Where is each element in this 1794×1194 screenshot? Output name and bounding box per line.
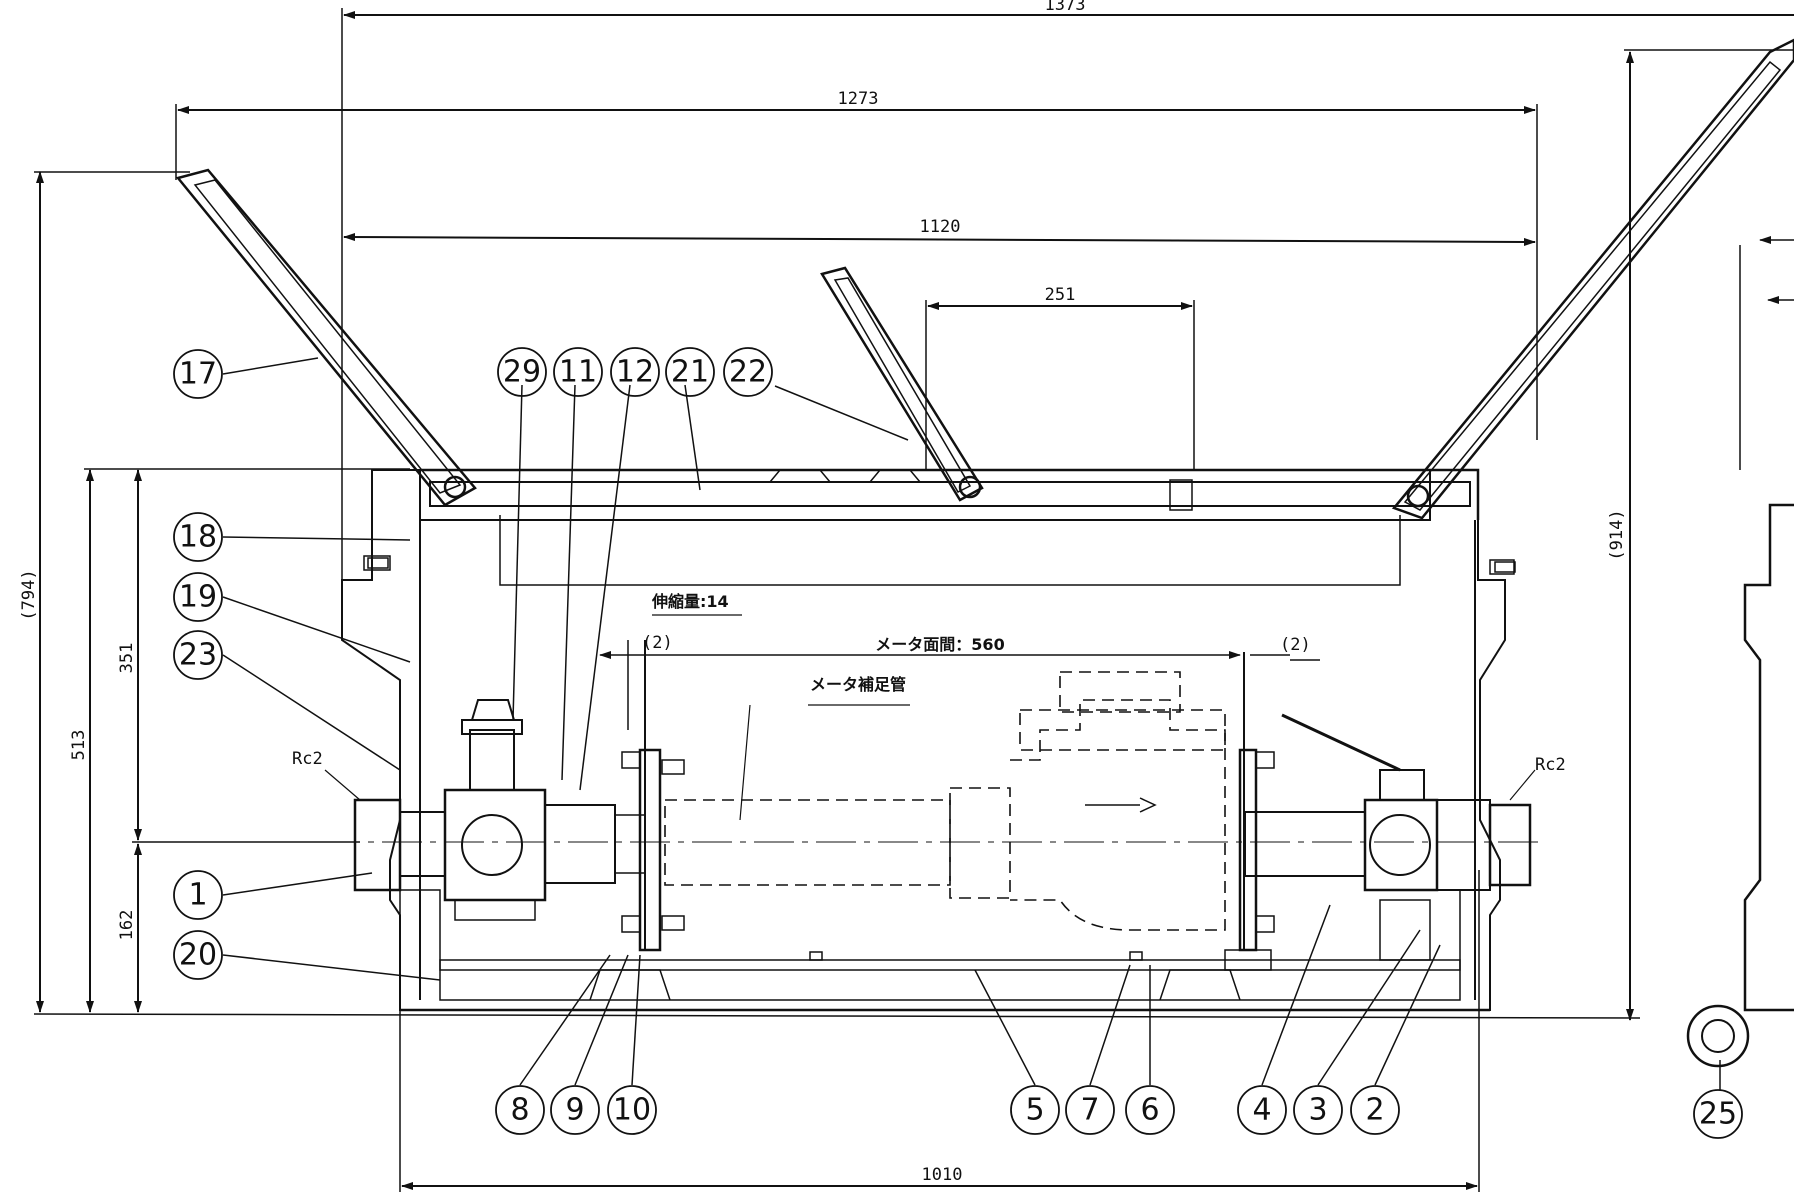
leaders [222, 357, 1721, 1090]
balloon-11: 11 [559, 355, 597, 390]
balloon-22: 22 [729, 355, 767, 390]
balloon-25: 25 [1699, 1097, 1737, 1132]
balloon-18: 18 [179, 520, 217, 555]
balloon-19: 19 [179, 580, 217, 615]
dim-513-label: 513 [69, 730, 89, 761]
dim-251-line [925, 300, 1195, 470]
balloon-17: 17 [179, 357, 217, 392]
right-flange [1224, 652, 1275, 971]
balloon-4: 4 [1252, 1093, 1271, 1128]
balloon-10: 10 [613, 1093, 651, 1128]
meter-pipe-label: メータ補足管 [810, 675, 906, 694]
dim-794-line [33, 171, 1641, 1019]
dim-914-label: (914) [1607, 509, 1627, 560]
balloon-29: 29 [503, 355, 541, 390]
dim-162-label: 162 [117, 910, 137, 941]
dim-1120-label: 1120 [920, 217, 961, 237]
thread-right-label: Rc2 [1535, 755, 1566, 775]
dim-251-label: 251 [1045, 285, 1076, 305]
dim-351-label: 351 [117, 643, 137, 674]
dim-gap-lines [599, 640, 1320, 730]
balloon-5: 5 [1025, 1093, 1044, 1128]
dim-1273-line [175, 104, 1538, 440]
right-valve [1281, 713, 1439, 961]
left-flange [621, 640, 685, 952]
gap-left-label: (2) [642, 633, 673, 653]
balloon-12: 12 [616, 355, 654, 390]
dim-1273-label: 1273 [838, 89, 879, 109]
center-lid [820, 266, 984, 502]
flow-arrow [1085, 797, 1157, 813]
dim-1373-label: 1373 [1045, 0, 1086, 15]
balloon-6: 6 [1140, 1093, 1159, 1128]
balloon-1: 1 [188, 878, 207, 913]
left-lid [175, 168, 477, 507]
expansion-label: 伸縮量:14 [651, 592, 729, 611]
right-lid [1391, 38, 1794, 520]
balloon-3: 3 [1308, 1093, 1327, 1128]
balloon-7: 7 [1080, 1093, 1099, 1128]
dim-1120-line [343, 233, 1536, 246]
dim-1373-line [341, 8, 1794, 580]
left-valve [443, 699, 547, 921]
thread-left-label: Rc2 [292, 749, 323, 769]
dim-1010-line [399, 870, 1480, 1192]
balloon-circles [173, 347, 1750, 1139]
gap-right-label: (2) [1280, 635, 1311, 655]
balloon-2: 2 [1365, 1093, 1384, 1128]
balloon-9: 9 [565, 1093, 584, 1128]
dim-914-line [1624, 49, 1794, 1021]
balloon-23: 23 [179, 638, 217, 673]
top-frame [420, 468, 1480, 586]
balloon-21: 21 [671, 355, 709, 390]
dim-794-label: (794) [19, 569, 39, 620]
balloon-20: 20 [179, 938, 217, 973]
main-pipe [320, 798, 1540, 892]
side-view-partial [1739, 236, 1794, 1012]
dim-351-line [132, 469, 360, 843]
meter-outline [664, 671, 1226, 931]
balloon-8: 8 [510, 1093, 529, 1128]
dim-1010-label: 1010 [922, 1165, 963, 1185]
bolts [367, 557, 1516, 961]
meter-face-label: メータ面間：560 [875, 635, 1004, 654]
